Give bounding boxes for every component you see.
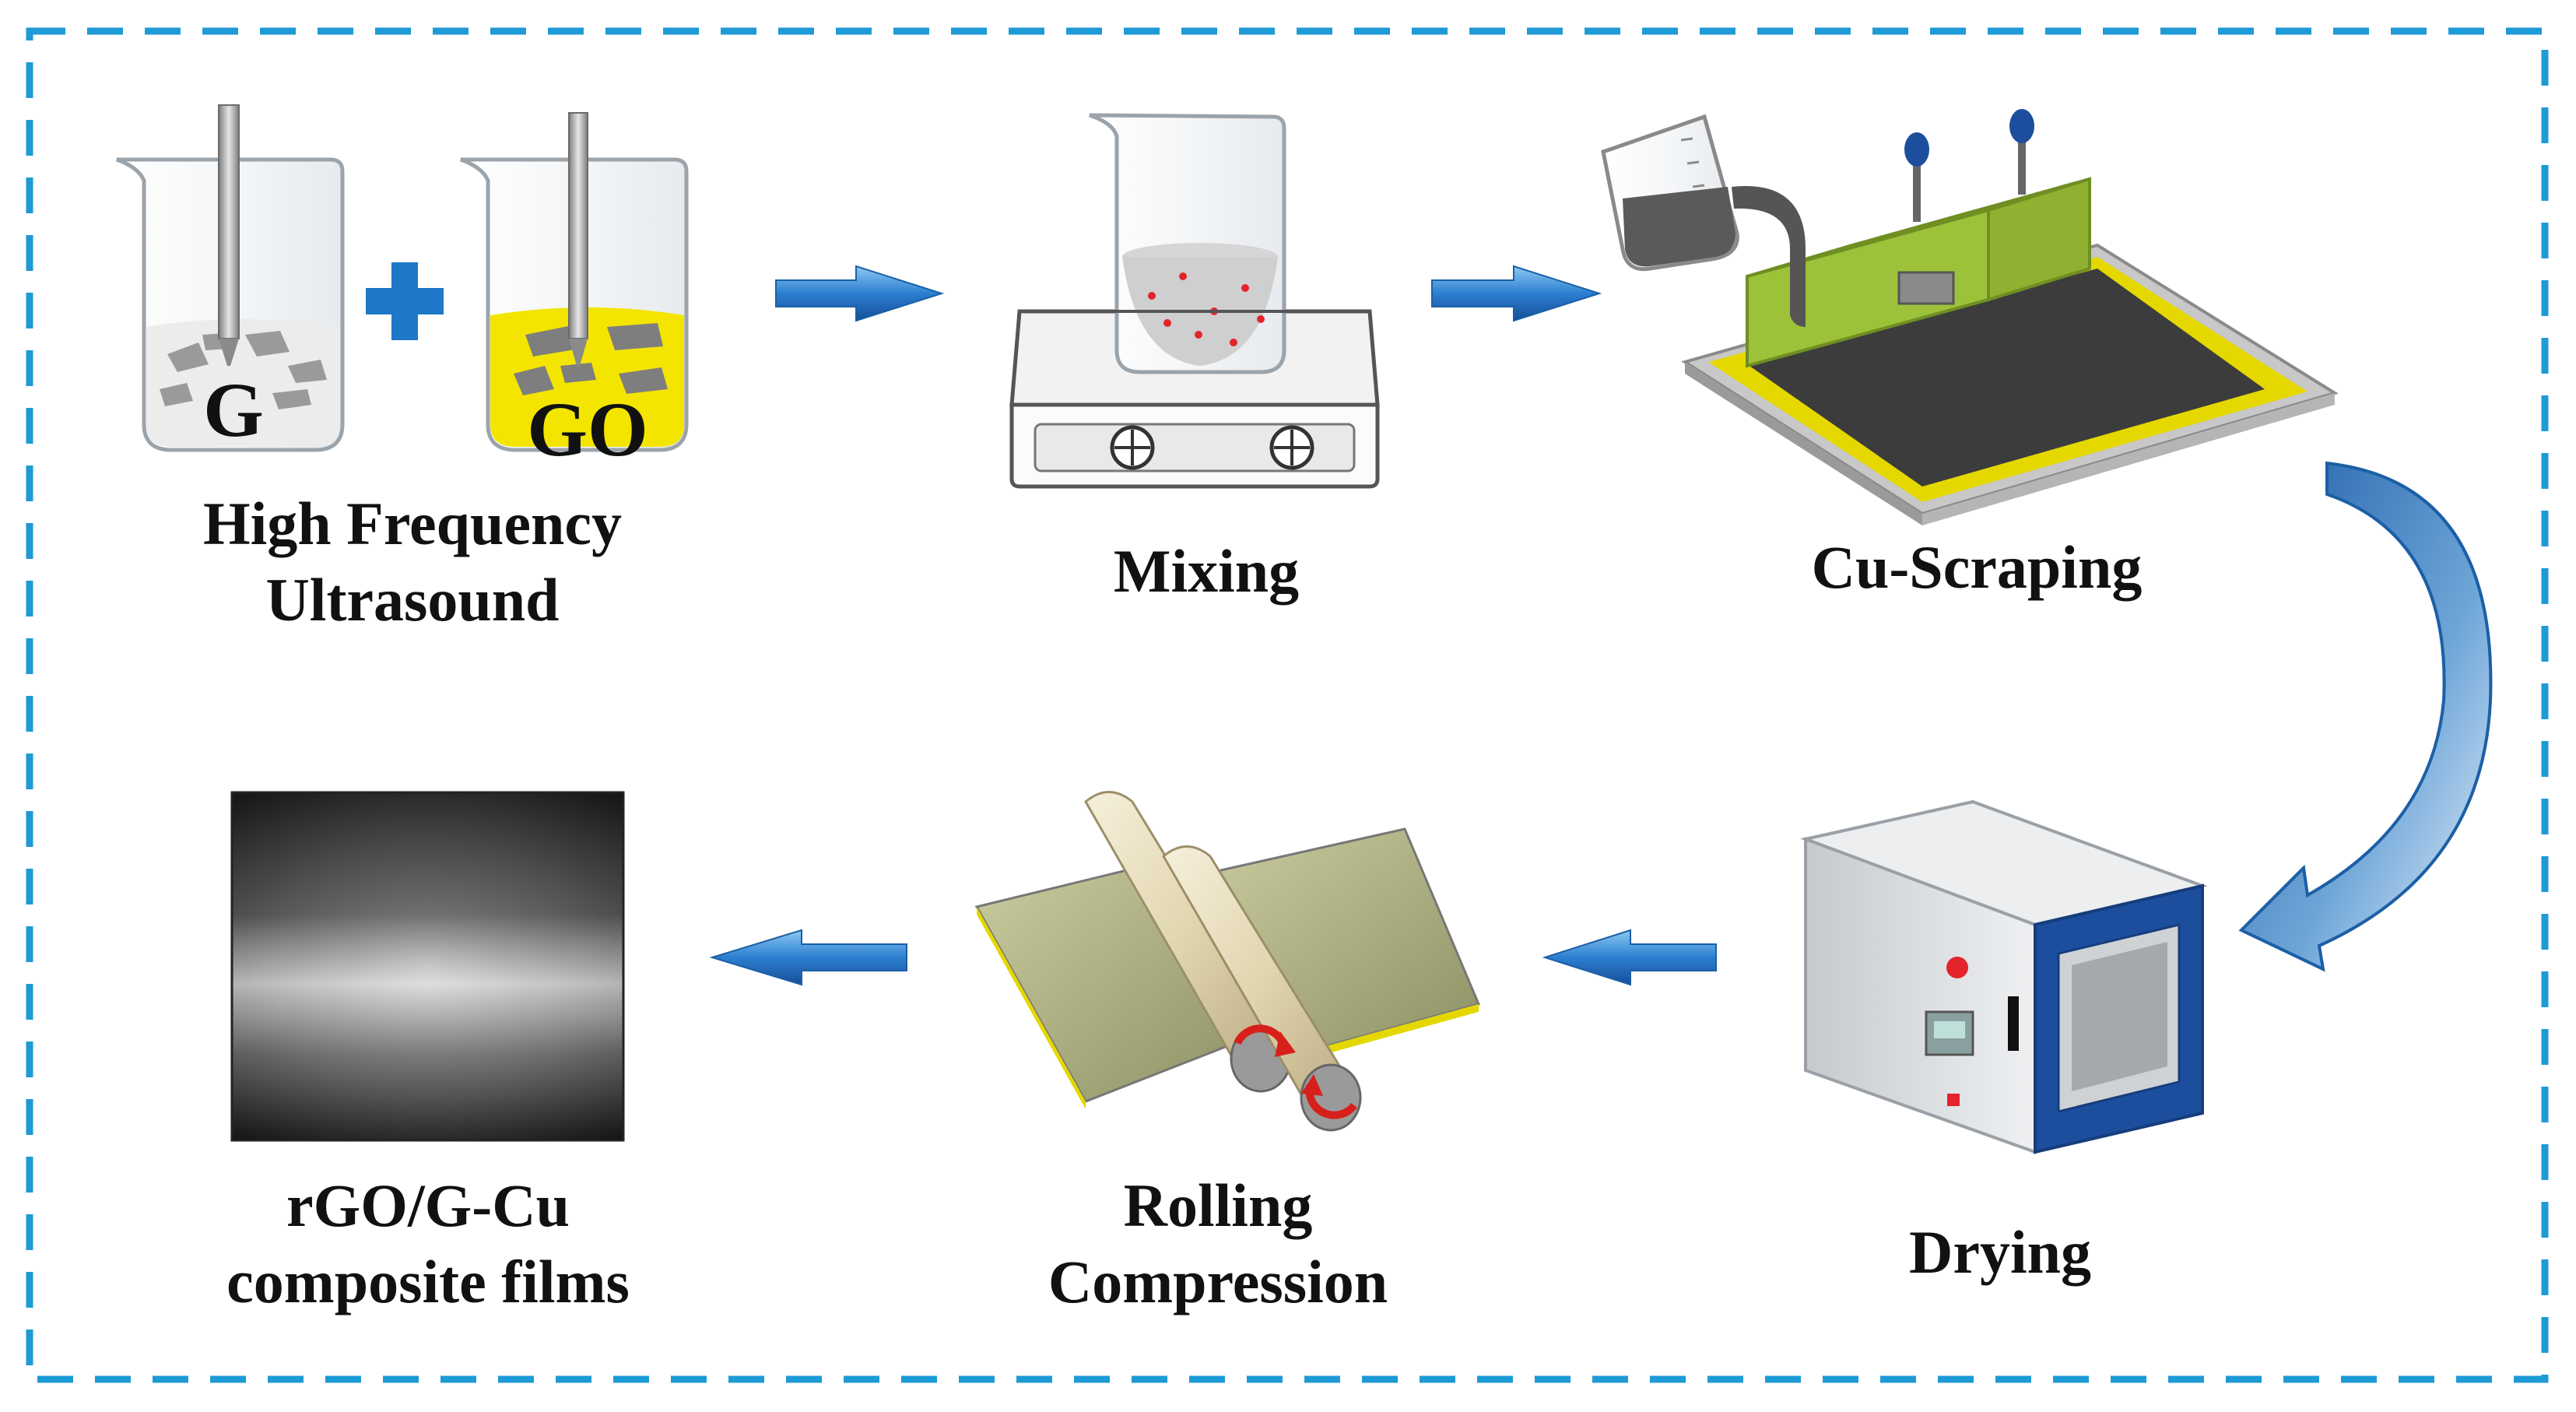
- composite-film-photo: [230, 791, 625, 1142]
- curved-arrow-down: [2238, 461, 2493, 972]
- label-scraping-text: Cu-Scraping: [1811, 533, 2143, 601]
- arrow-right-1: [775, 265, 945, 322]
- label-mixing-text: Mixing: [1113, 537, 1300, 605]
- label-ultrasound: High Frequency Ultrasound: [140, 486, 685, 638]
- label-drying-text: Drying: [1909, 1218, 2091, 1286]
- beaker-go-icon: GO: [460, 112, 689, 472]
- label-result: rGO/G-Cu composite films: [156, 1168, 700, 1320]
- magnetic-stirrer-icon: [1009, 113, 1380, 489]
- dashed-frame: [26, 27, 2549, 1383]
- beaker-go-letter: GO: [527, 386, 648, 472]
- label-scraping: Cu-Scraping: [1735, 529, 2218, 606]
- label-rolling-line2: Compression: [1048, 1248, 1388, 1315]
- beaker-g-letter: G: [203, 367, 264, 453]
- rolling-compression-icon: [974, 791, 1481, 1132]
- label-result-line2: composite films: [226, 1248, 630, 1315]
- label-ultrasound-line1: High Frequency: [202, 490, 623, 557]
- doctor-blade-coater-icon: [1601, 109, 2339, 525]
- arrow-left-2: [709, 929, 907, 986]
- beaker-g-icon: G: [116, 104, 345, 453]
- label-mixing: Mixing: [1012, 533, 1401, 609]
- label-rolling: Rolling Compression: [965, 1168, 1471, 1320]
- label-result-line1: rGO/G-Cu: [286, 1171, 570, 1239]
- label-rolling-line1: Rolling: [1123, 1171, 1313, 1239]
- plus-icon: [366, 262, 444, 340]
- label-ultrasound-line2: Ultrasound: [265, 566, 560, 634]
- arrow-left-1: [1542, 929, 1717, 986]
- drying-oven-icon: [1799, 799, 2208, 1154]
- arrow-right-2: [1431, 265, 1602, 322]
- label-drying: Drying: [1806, 1214, 2195, 1291]
